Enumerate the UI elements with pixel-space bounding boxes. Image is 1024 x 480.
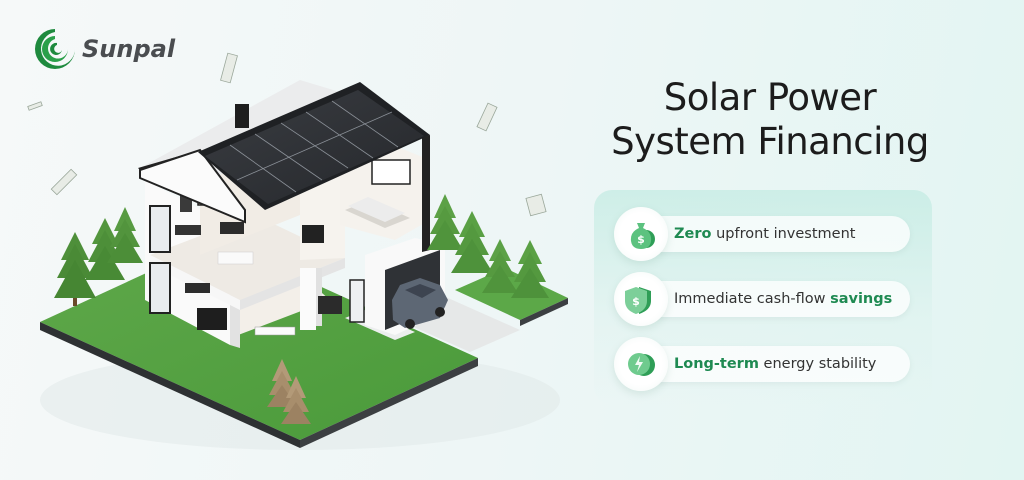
pine-trees [54,194,549,424]
money-bag-icon: $ [630,223,655,249]
feature-energy-stability: Long-term energy stability [618,346,910,382]
svg-text:$: $ [637,233,645,246]
svg-text:$: $ [632,295,640,308]
feature-highlight: Zero [674,226,712,242]
brand-logo[interactable]: Sunpal [32,26,175,72]
house-illustration [27,52,568,450]
chimney [235,104,249,128]
swirl-logo-icon [35,29,75,69]
lightning-coin-icon [628,353,655,376]
title-line-1: Solar Power [663,76,877,119]
page-title: Solar Power System Financing [575,76,965,164]
house-gable [139,148,246,224]
title-line-2: System Financing [611,120,929,163]
shield-dollar-icon-wrap: $ [614,272,668,326]
feature-text: energy stability [758,356,877,372]
lightning-coin-icon-wrap [614,337,668,391]
dollar-bills [27,52,547,217]
feature-text: Immediate cash-flow [674,291,831,307]
feature-highlight: savings [830,291,893,307]
feature-highlight: Long-term [674,356,759,372]
car [392,278,448,329]
shield-dollar-icon: $ [625,287,651,314]
money-bag-icon-wrap: $ [614,207,668,261]
feature-text: upfront investment [711,226,856,242]
brand-name: Sunpal [82,35,176,63]
